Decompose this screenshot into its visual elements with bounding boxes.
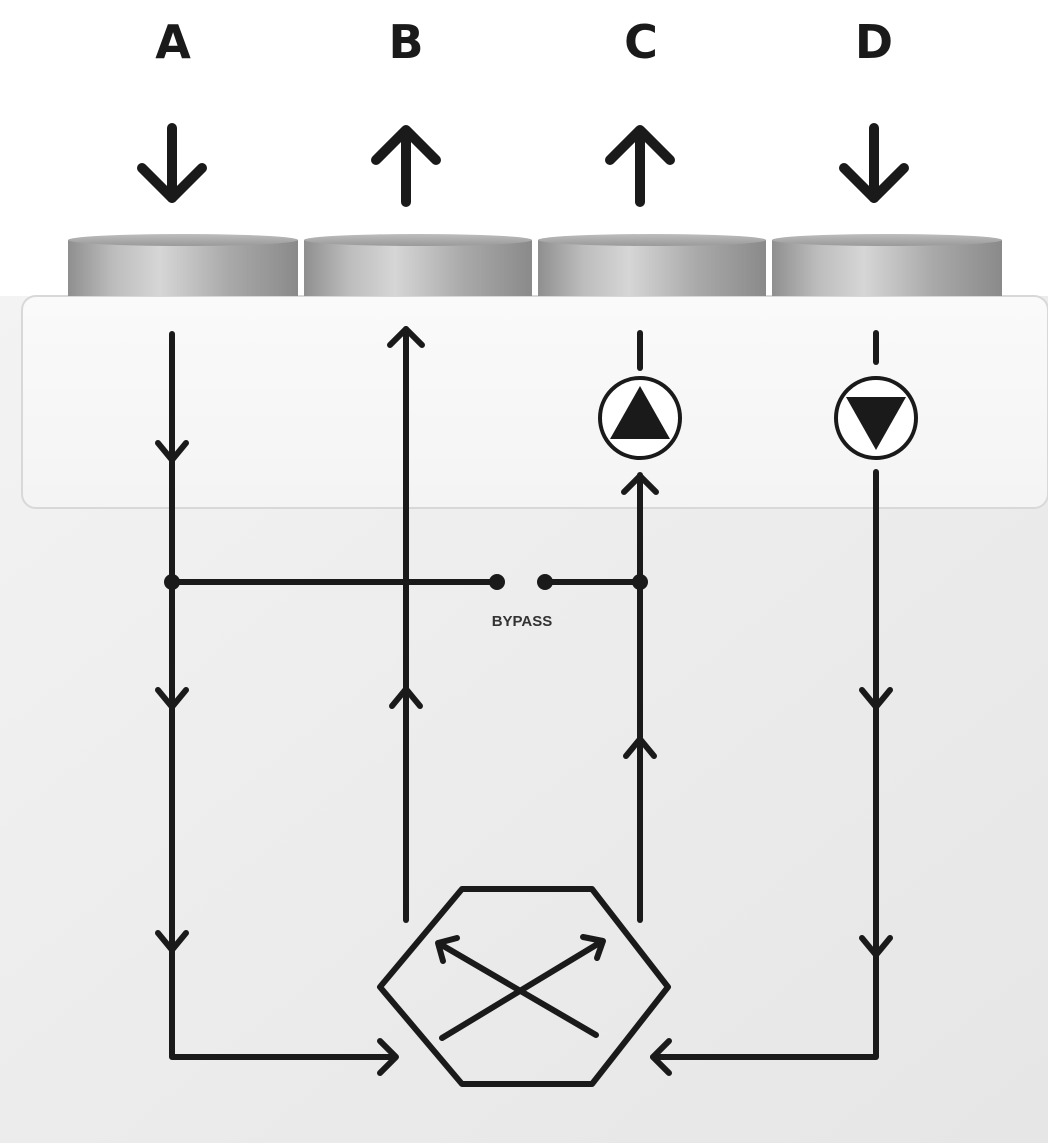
duct-collars (68, 234, 1002, 296)
arrow-up-icon (605, 125, 675, 207)
port-label-c: C (624, 15, 658, 69)
port-label-d: D (855, 15, 893, 69)
chevron-up-icon (623, 736, 657, 759)
arrow-down-icon (839, 123, 909, 203)
duct-collar-c (538, 234, 766, 296)
chevron-down-icon (859, 687, 893, 710)
arrow-head-up-icon (387, 326, 425, 348)
port-label-b: B (388, 15, 423, 69)
bypass-label: BYPASS (492, 613, 553, 630)
arrow-head-up-icon (621, 473, 659, 495)
duct-collar-a (68, 234, 298, 296)
bypass-junction-dot (164, 574, 180, 590)
heat-exchanger (377, 886, 671, 1087)
bypass-valve-dot (537, 574, 553, 590)
chevron-down-icon (155, 687, 189, 710)
duct-collar-b (304, 234, 532, 296)
chevron-down-icon (155, 440, 189, 463)
unit-top-panel (21, 295, 1048, 509)
chevron-up-icon (389, 686, 423, 709)
arrow-down-icon (137, 123, 207, 203)
arrow-head-right-icon (377, 1038, 399, 1076)
bypass-junction-dot (632, 574, 648, 590)
arrow-up-icon (371, 125, 441, 207)
chevron-down-icon (155, 930, 189, 953)
arrow-head-left-icon (650, 1038, 672, 1076)
bypass-valve-dot (489, 574, 505, 590)
fan-down-icon (834, 376, 918, 460)
port-label-a: A (155, 15, 191, 69)
chevron-down-icon (859, 935, 893, 958)
flow-line-d (650, 469, 879, 1060)
duct-collar-d (772, 234, 1002, 296)
fan-up-icon (598, 376, 682, 460)
